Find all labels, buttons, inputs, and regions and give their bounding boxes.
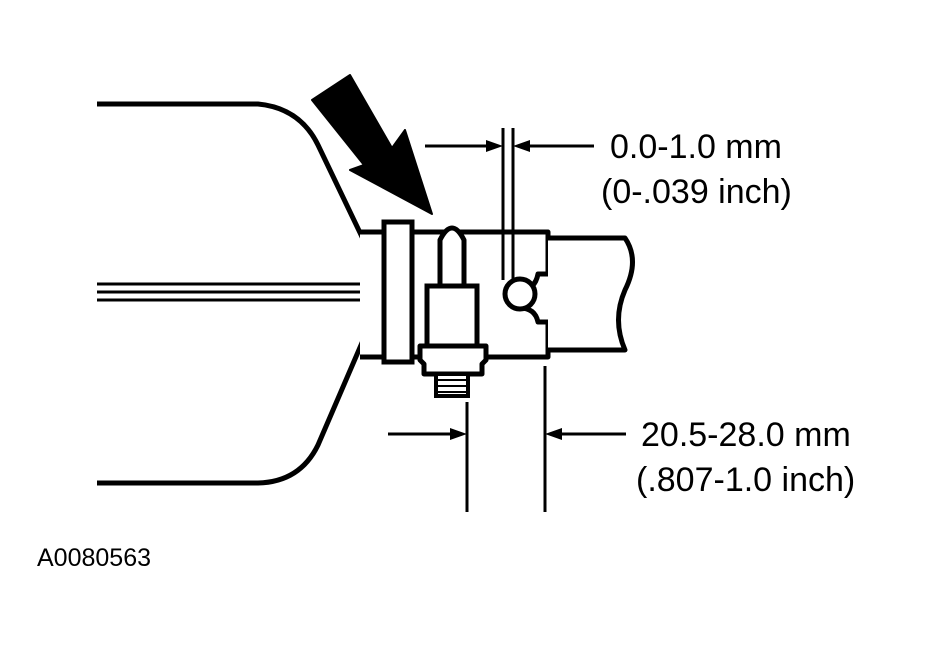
bolt-housing <box>424 283 480 349</box>
figure-id-label: A0080563 <box>37 544 151 572</box>
sleeve-slot <box>502 276 538 312</box>
tailpipe <box>548 235 635 353</box>
offset-metric-label: 20.5-28.0 mm <box>641 416 851 454</box>
clamp-nut <box>417 343 489 377</box>
indicator-arrow-icon <box>311 74 433 215</box>
offset-dimension-lines <box>388 366 626 512</box>
gap-metric-label: 0.0-1.0 mm <box>610 128 782 166</box>
bolt-thread <box>434 372 470 398</box>
gap-dimension-lines <box>425 128 594 280</box>
offset-imperial-label: (.807-1.0 inch) <box>636 461 855 499</box>
clamp-band <box>381 219 415 365</box>
gap-imperial-label: (0-.039 inch) <box>601 173 792 211</box>
clamp-bolt <box>437 225 467 286</box>
